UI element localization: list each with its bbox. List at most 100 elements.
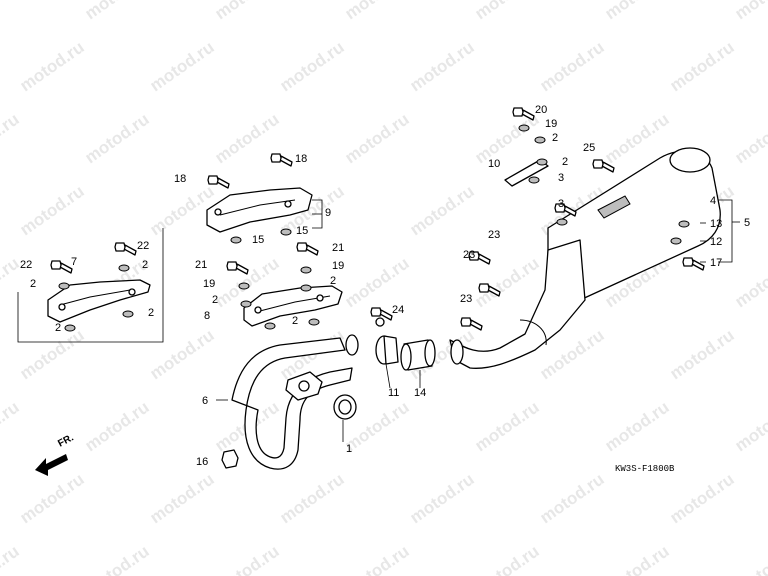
watermark-text: motod.ru — [81, 397, 152, 455]
callout-2: 2 — [55, 322, 61, 334]
watermark-text: motod.ru — [146, 325, 217, 383]
callout-21: 21 — [195, 259, 207, 271]
callout-5: 5 — [744, 217, 750, 229]
washer-icon — [518, 124, 530, 132]
watermark-text: motod.ru — [0, 0, 23, 23]
callout-22: 22 — [137, 240, 149, 252]
callout-4: 4 — [710, 195, 716, 207]
washer-icon — [678, 220, 690, 228]
washer-icon — [118, 264, 130, 272]
nut-icon — [221, 449, 239, 469]
callout-18: 18 — [174, 173, 186, 185]
bolt-icon — [207, 175, 230, 189]
callout-7: 7 — [71, 256, 77, 268]
watermark-text: motod.ru — [731, 541, 768, 576]
exhaust-joint — [400, 339, 436, 371]
callout-labels: 20 19 2 25 10 2 3 3 4 13 5 12 17 18 18 9… — [20, 104, 750, 468]
bolt-icon — [226, 261, 249, 275]
heat-guard-inset — [17, 228, 164, 343]
watermark-text: motod.ru — [16, 325, 87, 383]
watermark-text: motod.ru — [406, 469, 477, 527]
watermark-text: motod.ru — [536, 469, 607, 527]
callout-10: 10 — [488, 158, 500, 170]
watermark-text: motod.ru — [406, 181, 477, 239]
watermark-text: motod.ru — [666, 37, 737, 95]
muffler-bracket — [504, 159, 549, 187]
bolt-icon — [592, 159, 615, 173]
callout-11: 11 — [388, 387, 399, 399]
watermark-text: motod.ru — [16, 37, 87, 95]
watermark-text: motod.ru — [731, 109, 768, 167]
watermark-text: motod.ru — [666, 469, 737, 527]
watermark-text: motod.ru — [81, 0, 152, 23]
callout-2: 2 — [148, 307, 154, 319]
callout-23: 23 — [463, 249, 475, 261]
watermark-text: motod.ru — [471, 0, 542, 23]
callout-25: 25 — [583, 142, 595, 154]
watermark-text: motod.ru — [0, 109, 23, 167]
callout-23: 23 — [488, 229, 500, 241]
watermark-text: motod.ru — [146, 37, 217, 95]
callout-23: 23 — [460, 293, 472, 305]
callout-2: 2 — [212, 294, 218, 306]
washer-icon — [238, 282, 250, 290]
bolt-icon — [270, 153, 293, 167]
front-label: FR. — [56, 432, 76, 449]
callout-8: 8 — [204, 310, 210, 322]
diagram-code: KW3S-F1800B — [615, 464, 675, 474]
watermark-text: motod.ru — [16, 469, 87, 527]
callout-18: 18 — [295, 153, 307, 165]
washer-icon — [264, 322, 276, 330]
watermark-text: motod.ru — [666, 325, 737, 383]
watermark-text: motod.ru — [601, 397, 672, 455]
bolt-icon — [682, 257, 705, 271]
callout-15: 15 — [296, 225, 308, 237]
callout-1: 1 — [346, 443, 352, 455]
watermark-text: motod.ru — [81, 109, 152, 167]
callout-19: 19 — [545, 118, 557, 130]
washer-icon — [670, 237, 682, 245]
watermark-text: motod.ru — [211, 541, 282, 576]
heat-guard-lower — [243, 285, 343, 327]
bolt-icon — [512, 107, 535, 121]
callout-6: 6 — [202, 395, 208, 407]
leader-lines — [216, 199, 740, 442]
watermark-text: motod.ru — [731, 397, 768, 455]
callout-21: 21 — [332, 242, 344, 254]
callout-3: 3 — [558, 198, 564, 210]
bolt-icon — [554, 203, 577, 217]
callout-15: 15 — [252, 234, 264, 246]
washer-icon — [300, 266, 312, 274]
washer-icon — [300, 284, 312, 292]
watermark-text: motod.ru — [341, 0, 412, 23]
callout-16: 16 — [196, 456, 208, 468]
bolt-icon — [296, 242, 319, 256]
watermark-text: motod.ru — [471, 253, 542, 311]
watermark-text: motod.ru — [0, 397, 23, 455]
watermark-text: motod.ru — [731, 0, 768, 23]
callout-2: 2 — [292, 315, 298, 327]
bolt-icon — [114, 242, 137, 256]
callout-2: 2 — [30, 278, 36, 290]
watermark-text: motod.ru — [471, 541, 542, 576]
callout-17: 17 — [710, 257, 722, 269]
washer-icon — [280, 228, 292, 236]
watermark-text: motod.ru — [731, 253, 768, 311]
watermark-text: motod.ru — [341, 109, 412, 167]
washer-icon — [64, 324, 76, 332]
callout-22: 22 — [20, 259, 32, 271]
callout-20: 20 — [535, 104, 547, 116]
heat-guard-upper — [206, 187, 313, 233]
callout-2: 2 — [142, 259, 148, 271]
washer-icon — [308, 318, 320, 326]
washer-icon — [240, 300, 252, 308]
watermark-text: motod.ru — [341, 253, 412, 311]
exhaust-pipe — [231, 334, 359, 470]
callout-2: 2 — [330, 275, 336, 287]
watermark-text: motod.ru — [536, 37, 607, 95]
fasteners — [50, 107, 705, 469]
callout-3: 3 — [558, 172, 564, 184]
watermark-text: motod.ru — [211, 0, 282, 23]
callout-14: 14 — [414, 387, 426, 399]
